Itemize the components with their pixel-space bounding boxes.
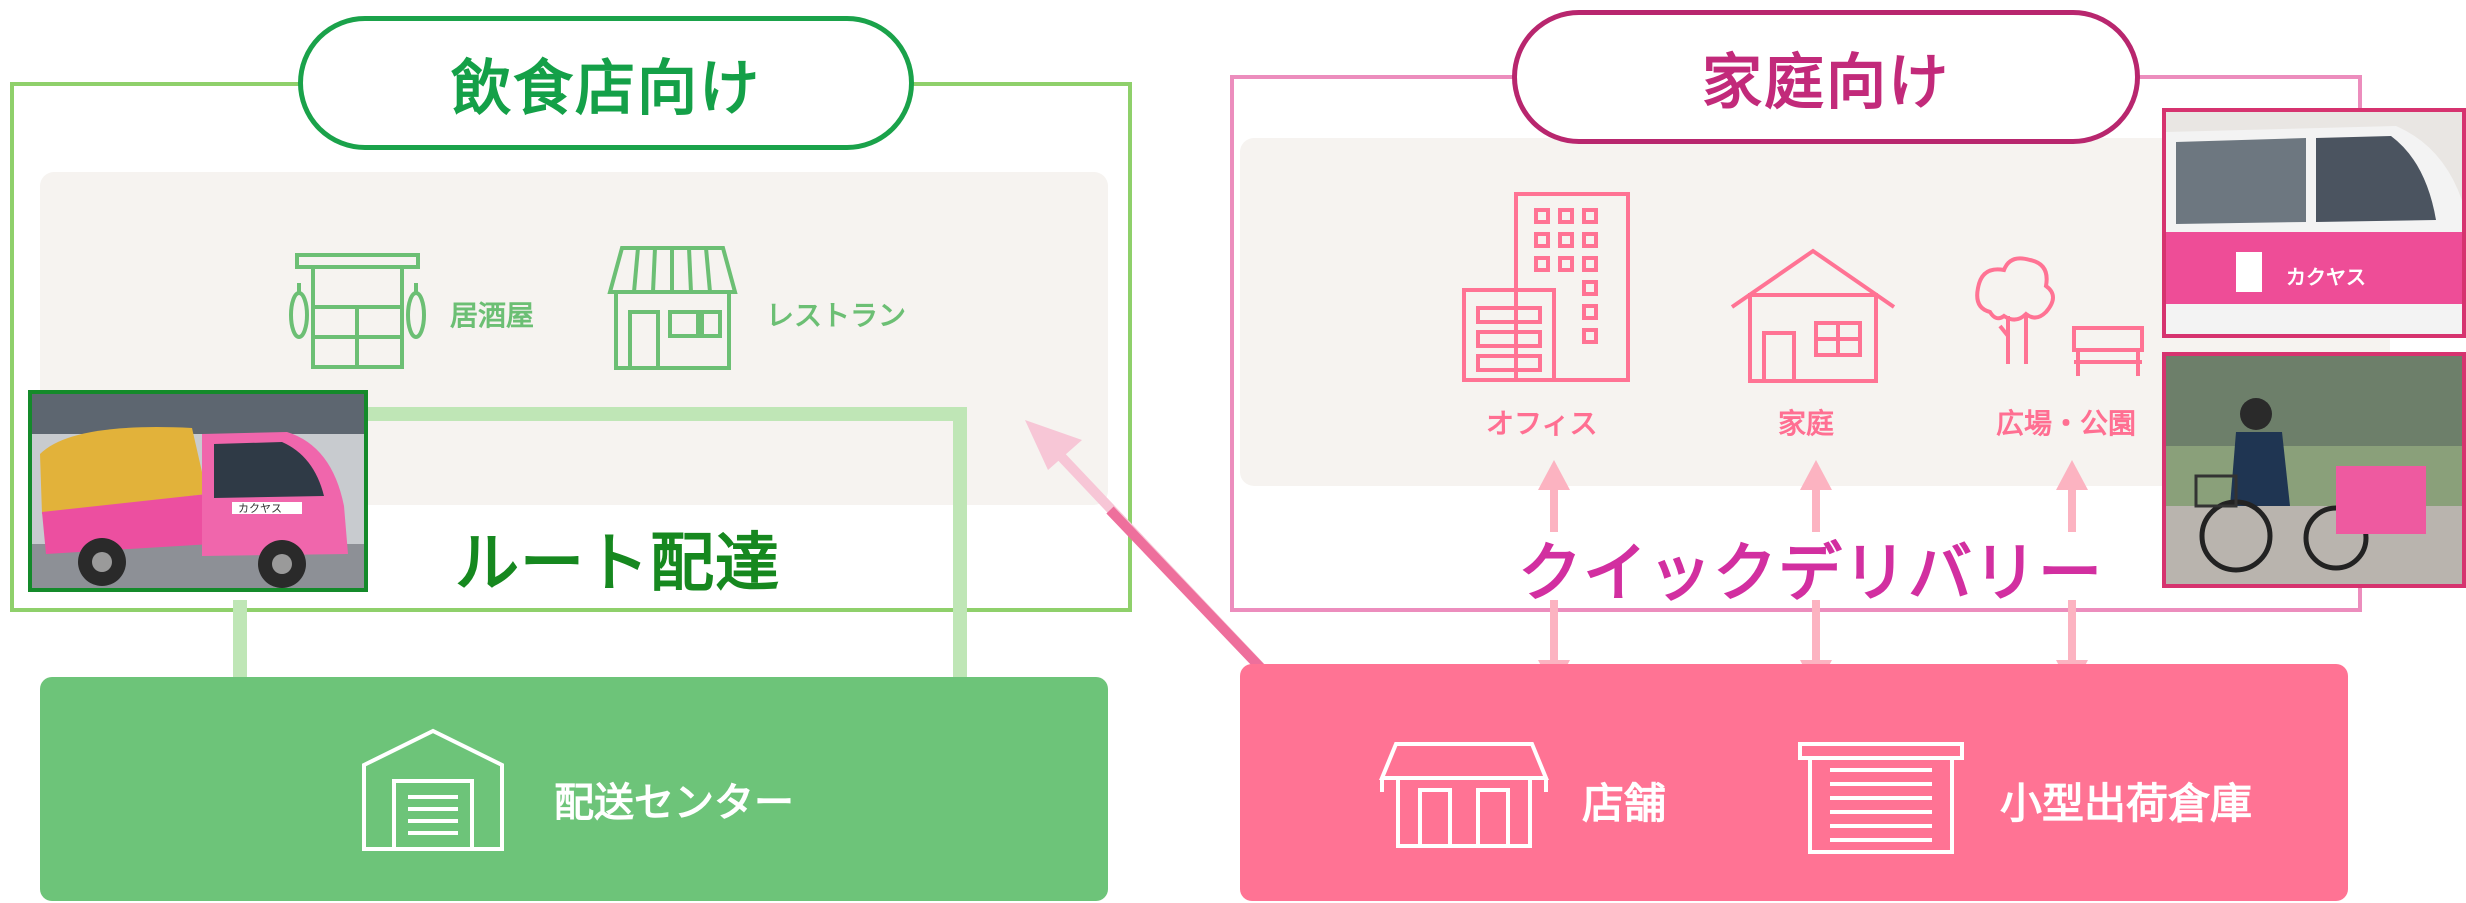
park-tree-bench-icon <box>1975 256 2144 376</box>
destination-label-park: 広場・公園 <box>1996 407 2137 440</box>
delivery-bicycle-image <box>2166 356 2462 584</box>
route-delivery-label: ルート配達 <box>455 527 780 601</box>
store-warehouse-box <box>1240 664 2348 901</box>
house-icon <box>1730 248 1896 383</box>
destination-label-office: オフィス <box>1486 407 1598 440</box>
delivery-center-box <box>40 677 1108 901</box>
delivery-bicycle-photo <box>2162 352 2466 588</box>
truck-brand-text: カクヤス <box>238 502 282 515</box>
restaurant-panel-title-tab: 飲食店向け <box>298 16 914 150</box>
office-building-icon <box>1462 192 1630 382</box>
destination-label-home: 家庭 <box>1778 407 1835 440</box>
small-warehouse-label: 小型出荷倉庫 <box>2000 779 2253 828</box>
restaurant-panel-title: 飲食店向け <box>451 53 761 124</box>
small-warehouse-icon <box>1798 742 1964 854</box>
delivery-van-photo: カクヤス <box>2162 108 2466 338</box>
shop-label-izakaya: 居酒屋 <box>450 299 535 332</box>
warehouse-icon <box>362 728 504 851</box>
izakaya-icon <box>289 253 426 369</box>
van-brand-text: カクヤス <box>2286 265 2366 289</box>
quick-delivery-label: クイックデリバリー <box>1518 537 2103 611</box>
delivery-center-label: 配送センター <box>554 780 794 826</box>
truck-photo-image: カクヤス <box>32 394 364 588</box>
truck-photo: カクヤス <box>28 390 368 592</box>
shop-label-restaurant: レストラン <box>766 299 907 332</box>
store-icon <box>1379 742 1549 848</box>
restaurant-icon <box>607 246 738 370</box>
home-panel-title: 家庭向け <box>1702 47 1950 118</box>
store-label: 店舗 <box>1582 779 1667 828</box>
home-panel-title-tab: 家庭向け <box>1512 10 2140 144</box>
delivery-van-image: カクヤス <box>2166 112 2462 334</box>
